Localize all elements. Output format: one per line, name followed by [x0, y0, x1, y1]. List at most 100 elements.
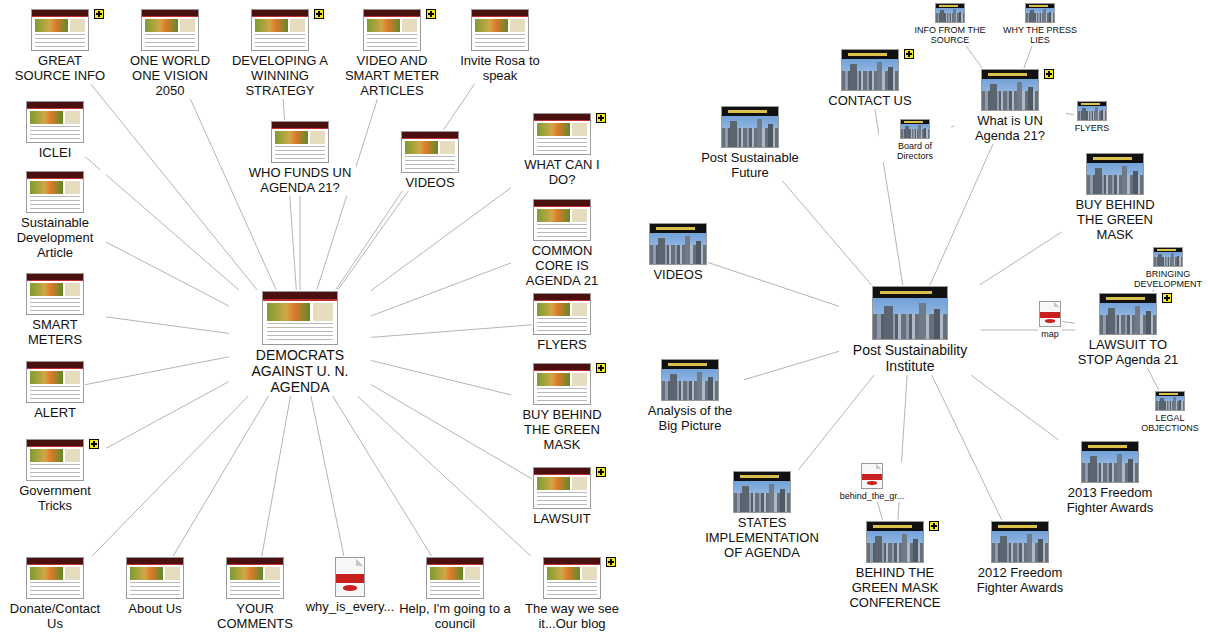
- page-title: 2013 Freedom Fighter Awards: [1058, 485, 1163, 515]
- page-node: COMMON CORE IS AGENDA 21: [511, 198, 613, 289]
- thumbnail-detail: [1045, 319, 1055, 322]
- page-node: Government Tricks: [4, 438, 106, 514]
- thumbnail-detail: [465, 567, 480, 580]
- page-node: behind_the_gr...: [839, 462, 906, 502]
- thumbnail-detail: [27, 368, 83, 370]
- thumbnail-detail: [32, 16, 88, 18]
- page-node: Analysis of the Big Picture: [637, 358, 744, 434]
- page-thumbnail: [533, 363, 591, 405]
- page-title: ALERT: [34, 405, 76, 420]
- site-root-node: Post Sustainability Institute: [839, 285, 981, 375]
- page-node: YOUR COMMENTS: [204, 556, 306, 632]
- plus-bar: [600, 115, 602, 121]
- link-line: [744, 351, 840, 380]
- page-node: ONE WORLD ONE VISION 2050: [119, 8, 221, 99]
- page-thumbnail: [1086, 153, 1144, 195]
- thumbnail-detail: [537, 209, 569, 222]
- page-thumbnail: [471, 9, 529, 51]
- thumbnail-detail: [30, 386, 79, 400]
- thumbnail-detail: [730, 121, 737, 147]
- plus-bar: [1048, 71, 1050, 77]
- thumbnail-detail: [30, 567, 62, 580]
- thumbnail-detail: [990, 84, 997, 110]
- thumbnail-frame: [1077, 101, 1107, 121]
- page-thumbnail: [543, 557, 601, 599]
- thumbnail-detail: [405, 141, 437, 154]
- thumbnail-detail: [1135, 306, 1141, 334]
- thumbnail-detail: [544, 564, 600, 566]
- thumbnail-detail: [918, 125, 921, 138]
- thumbnail-detail: [697, 372, 703, 400]
- thumbnail-detail: [1049, 12, 1052, 22]
- thumbnail-detail: [537, 303, 569, 316]
- site-title: Post Sustainability Institute: [840, 342, 980, 374]
- thumbnail-detail: [875, 536, 882, 562]
- page-node: LAWSUIT: [532, 466, 592, 527]
- thumbnail-detail: [1093, 157, 1132, 159]
- thumbnail-detail: [230, 567, 262, 580]
- plus-bar: [908, 51, 910, 57]
- thumbnail-detail: [475, 34, 524, 48]
- thumbnail-detail: [867, 481, 877, 484]
- thumbnail-detail: [1108, 308, 1115, 334]
- thumbnail-frame: [26, 273, 84, 315]
- thumbnail-detail: [145, 19, 177, 32]
- link-line: [1062, 322, 1075, 324]
- thumbnail-detail: [547, 582, 596, 596]
- thumbnail-detail: [904, 121, 924, 122]
- page-title: BUY BEHIND THE GREEN MASK: [1063, 197, 1168, 242]
- thumbnail-detail: [227, 564, 283, 566]
- thumbnail-frame: [543, 557, 601, 599]
- page-node: About Us: [125, 556, 185, 617]
- link-line: [930, 144, 993, 285]
- thumbnail-detail: [145, 34, 194, 48]
- thumbnail-detail: [740, 475, 779, 477]
- page-title: LEGAL OBJECTIONS: [1137, 413, 1203, 433]
- page-title: BRINGING DEVELOPMENT: [1134, 269, 1202, 289]
- thumbnail-detail: [30, 449, 62, 462]
- page-thumbnail: [1077, 101, 1107, 121]
- thumbnail-detail: [913, 539, 918, 562]
- page-title: map: [1041, 329, 1059, 339]
- page-node: BUY BEHIND THE GREEN MASK: [511, 362, 613, 453]
- pdf-icon: [1039, 301, 1061, 327]
- page-node: 2012 Freedom Fighter Awards: [964, 520, 1076, 596]
- page-node: SMART METERS: [4, 272, 106, 348]
- expand-marker: [89, 439, 99, 449]
- thumbnail-detail: [537, 388, 586, 402]
- thumbnail-detail: [30, 298, 79, 312]
- page-node: map: [1038, 300, 1062, 340]
- thumbnail-frame: [1081, 441, 1139, 483]
- thumbnail-detail: [252, 16, 308, 18]
- thumbnail-detail: [70, 19, 85, 32]
- thumbnail-detail: [1171, 253, 1174, 266]
- thumbnail-detail: [534, 474, 590, 476]
- thumbnail-frame: [533, 293, 591, 335]
- page-title: Analysis of the Big Picture: [638, 403, 743, 433]
- page-thumbnail: [31, 9, 89, 51]
- page-title: COMMON CORE IS AGENDA 21: [512, 243, 612, 288]
- page-thumbnail: [533, 199, 591, 241]
- page-thumbnail: [1025, 3, 1055, 23]
- thumbnail-detail: [27, 446, 83, 448]
- thumbnail-detail: [742, 486, 749, 512]
- thumbnail-detail: [873, 525, 912, 527]
- thumbnail-detail: [1017, 82, 1023, 110]
- link-line: [708, 263, 839, 307]
- page-node: why_is_every...: [305, 556, 396, 615]
- thumbnail-frame: [533, 363, 591, 405]
- thumbnail-frame: [31, 9, 89, 51]
- thumbnail-frame: [141, 9, 199, 51]
- thumbnail-detail: [902, 534, 908, 562]
- thumbnail-detail: [582, 567, 597, 580]
- link-line: [371, 361, 511, 395]
- thumbnail-detail: [658, 238, 665, 264]
- thumbnail-detail: [367, 19, 399, 32]
- page-title: VIDEOS: [405, 175, 454, 190]
- thumbnail-detail: [65, 283, 80, 296]
- pdf-icon: [861, 463, 883, 489]
- link-line: [371, 188, 511, 291]
- thumbnail-detail: [708, 377, 713, 400]
- page-node: Board of Directors: [879, 118, 951, 162]
